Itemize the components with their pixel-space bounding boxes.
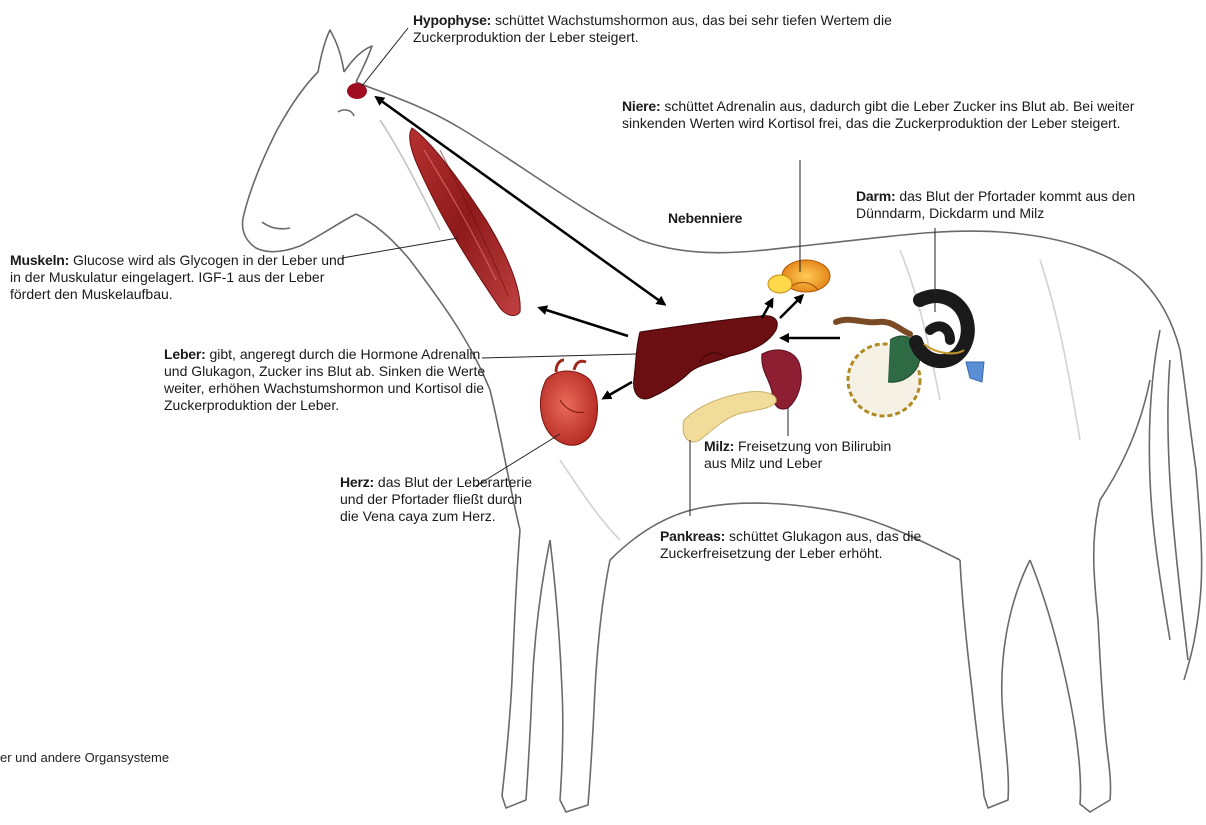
arrow-liver-muscle [540, 308, 628, 336]
label-muskeln: Muskeln: Glucose wird als Glycogen in de… [10, 252, 350, 303]
label-hypophyse-title: Hypophyse: [413, 12, 491, 28]
label-hypophyse: Hypophyse: schüttet Wachstumshormon aus,… [413, 12, 933, 46]
label-milz: Milz: Freisetzung von Bilirubin aus Milz… [704, 438, 904, 472]
label-muskeln-title: Muskeln: [10, 252, 69, 268]
label-pankreas: Pankreas: schüttet Glukagon aus, das die… [660, 528, 940, 562]
footer-caption: er und andere Organsysteme [0, 750, 169, 765]
label-leber: Leber: gibt, angeregt durch die Hormone … [164, 346, 486, 414]
arrow-liver-heart [604, 382, 632, 398]
label-darm-title: Darm: [856, 188, 895, 204]
pancreas-illustration [683, 391, 776, 441]
label-herz: Herz: das Blut der Leberarterie und der … [340, 474, 540, 525]
label-milz-title: Milz: [704, 438, 734, 454]
label-leber-text: gibt, angeregt durch die Hormone Adrenal… [164, 346, 485, 413]
pituitary-gland [347, 83, 367, 99]
label-leber-title: Leber: [164, 346, 206, 362]
adrenal-illustration [768, 260, 830, 293]
label-niere: Niere: schüttet Adrenalin aus, dadurch g… [622, 98, 1142, 132]
label-pankreas-title: Pankreas: [660, 528, 725, 544]
intestine-illustration [836, 296, 984, 416]
liver-illustration [634, 316, 778, 399]
label-niere-title: Niere: [622, 98, 660, 114]
label-darm: Darm: das Blut der Pfortader kommt aus d… [856, 188, 1186, 222]
label-nebenniere-title: Nebenniere [668, 210, 742, 226]
label-darm-text: das Blut der Pfortader kommt aus den Dün… [856, 188, 1135, 221]
label-herz-title: Herz: [340, 474, 374, 490]
heart-illustration [540, 360, 597, 445]
label-nebenniere: Nebenniere [668, 210, 742, 227]
arrow-liver-adrenal-2 [780, 296, 802, 318]
label-niere-text: schüttet Adrenalin aus, dadurch gibt die… [622, 98, 1134, 131]
